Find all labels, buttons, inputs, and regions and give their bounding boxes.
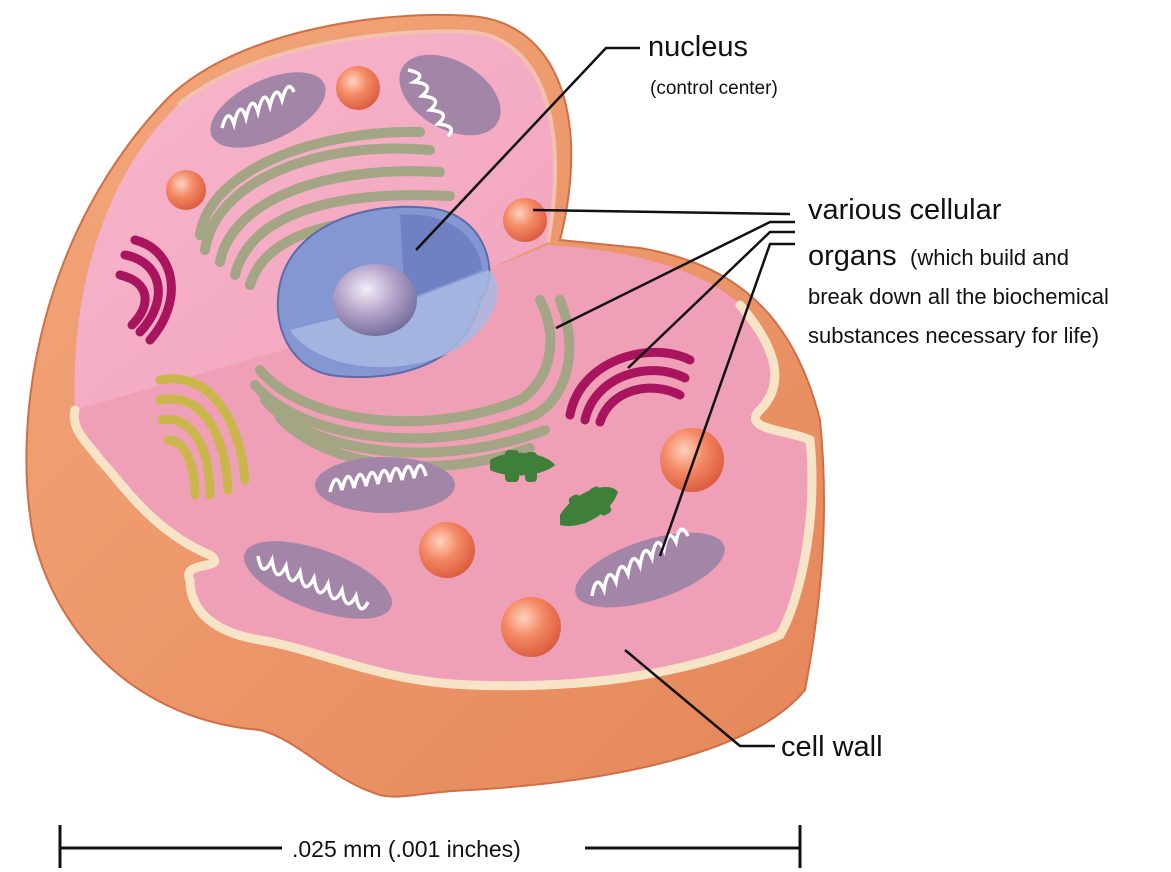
organs-note-3: substances necessary for life) [808, 323, 1099, 348]
mitochondrion-center [315, 457, 455, 513]
vesicle [660, 428, 724, 492]
vesicle [503, 198, 547, 242]
organs-label-word: organs [808, 240, 897, 272]
organs-note-1: (which build and [910, 245, 1069, 270]
cell-wall-label: cell wall [781, 731, 883, 763]
nucleus-label: nucleus [648, 31, 748, 63]
scale-label: .025 mm (.001 inches) [292, 836, 521, 862]
vesicle [166, 170, 206, 210]
vesicle [501, 597, 561, 657]
organs-note-2: break down all the biochemical [808, 284, 1109, 309]
nucleus-note: (control center) [650, 78, 778, 99]
vesicle [419, 522, 475, 578]
vesicle [336, 66, 380, 110]
organs-label-line1: various cellular [808, 194, 1002, 226]
organs-leader-line-1 [533, 210, 790, 214]
nucleolus [333, 264, 417, 336]
